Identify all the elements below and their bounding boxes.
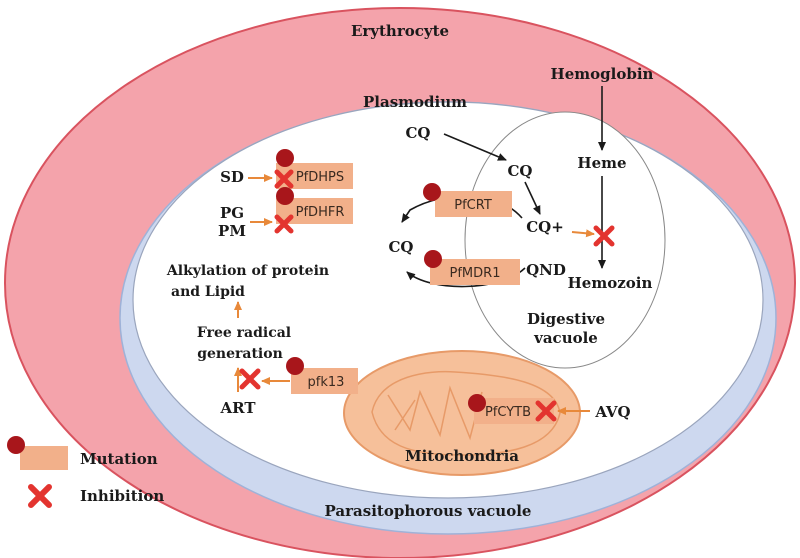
free-radical-label-line1: Free radical	[197, 325, 291, 341]
cq-cytosol-label: CQ	[405, 124, 430, 142]
pm-label: PM	[218, 222, 246, 240]
digestive-vacuole	[464, 111, 666, 369]
digestive-vacuole-label-line1: Digestive	[527, 310, 605, 328]
alkylation-label-line1: Alkylation of protein	[166, 263, 329, 279]
pfcytb-inhibition-x-icon	[535, 400, 557, 422]
erythrocyte-label: Erythrocyte	[351, 22, 449, 40]
cq-protonated-label: CQ+	[526, 218, 564, 236]
qnd-label: QND	[526, 261, 566, 279]
heme-label: Heme	[577, 154, 626, 172]
hemozoin-inhibition-x-icon	[593, 225, 615, 247]
sd-label: SD	[220, 168, 244, 186]
art-inhibition-x-icon	[239, 368, 261, 390]
hemozoin-label: Hemozoin	[568, 274, 653, 292]
mitochondria-label: Mitochondria	[405, 447, 519, 465]
parasitophorous-vacuole-label: Parasitophorous vacuole	[325, 502, 532, 520]
pfcrt-mutation-dot	[423, 183, 441, 201]
pfcrt-box	[435, 191, 512, 217]
pfk13-mutation-dot	[286, 357, 304, 375]
legend-inhibition-x-icon	[28, 484, 52, 508]
pfdhfr-label: PfDHFR	[296, 205, 345, 220]
pfmdr1-label: PfMDR1	[450, 266, 501, 281]
pfcytb-mutation-dot	[468, 394, 486, 412]
pfcrt-label: PfCRT	[454, 198, 492, 213]
legend-mutation-label: Mutation	[80, 450, 158, 468]
legend-mutation-box	[20, 446, 68, 470]
digestive-vacuole-label-line2: vacuole	[533, 329, 598, 347]
pg-label: PG	[220, 204, 244, 222]
plasmodium-label: Plasmodium	[363, 93, 467, 111]
pfcytb-label: PfCYTB	[485, 405, 531, 420]
alkylation-label-line2: and Lipid	[171, 284, 245, 300]
mitochondria-organelle	[343, 350, 581, 476]
pfk13-label: pfk13	[308, 375, 345, 390]
pfk13-box	[291, 368, 358, 394]
cq-plus-inhibition-arrow	[571, 229, 595, 238]
cq-entry-arrow	[443, 133, 507, 161]
art-label: ART	[219, 399, 256, 417]
pfdhps-mutation-dot	[276, 149, 294, 167]
pfdhps-label: PfDHPS	[296, 170, 344, 185]
free-radical-label-line2: generation	[197, 346, 283, 362]
legend-mutation-dot	[7, 436, 25, 454]
legend: Mutation Inhibition	[7, 436, 164, 508]
pfdhfr-inhibition-x-icon	[274, 214, 294, 234]
pfmdr1-mutation-dot	[424, 250, 442, 268]
cq-efflux-label: CQ	[388, 238, 413, 256]
legend-inhibition-label: Inhibition	[80, 487, 164, 505]
cq-protonation-arrow	[524, 181, 541, 215]
pfdhfr-mutation-dot	[276, 187, 294, 205]
pfdhps-inhibition-x-icon	[274, 169, 294, 189]
cq-vacuole-label: CQ	[507, 162, 532, 180]
hemoglobin-label: Hemoglobin	[551, 65, 654, 83]
pfmdr1-box	[430, 259, 520, 285]
avq-label: AVQ	[594, 403, 630, 421]
